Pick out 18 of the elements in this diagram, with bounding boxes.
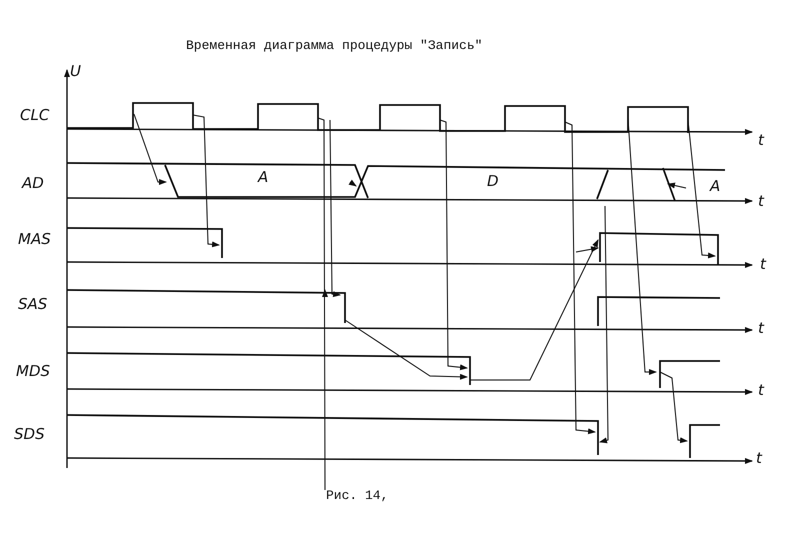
- axis-label: U: [70, 62, 81, 80]
- signal-name: AD: [22, 174, 44, 192]
- signal-name: CLC: [20, 106, 50, 124]
- diagram-title: Временная диаграмма процедуры "Запись": [186, 38, 482, 53]
- axis-label: t: [758, 381, 764, 399]
- signal-name: MDS: [16, 362, 50, 380]
- figure-caption: Рис. 14,: [326, 488, 388, 503]
- bus-value: A: [710, 177, 720, 195]
- signal-name: SDS: [14, 425, 45, 443]
- axis-label: t: [756, 449, 762, 467]
- axis-label: t: [758, 131, 764, 149]
- signal-name: MAS: [18, 230, 51, 248]
- axis-label: t: [758, 319, 764, 337]
- axis-label: t: [758, 192, 764, 210]
- bus-value: D: [487, 172, 499, 190]
- axis-label: t: [760, 255, 766, 273]
- bus-value: A: [258, 168, 268, 186]
- signal-name: SAS: [18, 295, 48, 313]
